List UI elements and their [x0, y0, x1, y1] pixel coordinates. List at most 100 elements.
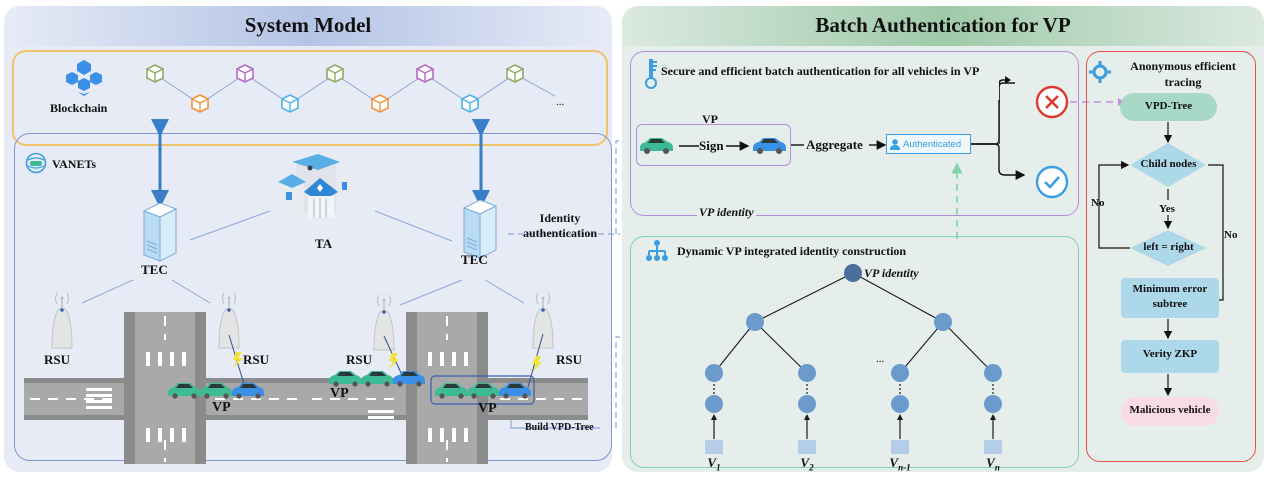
rsu-label: RSU	[346, 352, 373, 367]
system-model-header	[4, 6, 612, 46]
rsu-label: RSU	[44, 352, 71, 367]
vehicle-green-icon	[467, 383, 499, 399]
tracing-flowchart	[1098, 93, 1224, 426]
vehicle-label-subscript: n	[994, 462, 1000, 473]
vehicle-box	[984, 440, 1002, 454]
vehicle-box	[891, 440, 909, 454]
vehicle-blue-icon	[753, 138, 786, 154]
ta-label: TA	[315, 236, 333, 251]
tec-rsu-line	[81, 279, 134, 304]
secure-batch-auth-box	[630, 51, 1079, 216]
target-tracing-icon	[1089, 61, 1111, 83]
vehicle-green-icon	[200, 383, 232, 399]
dynamic-identity-box	[630, 236, 1079, 468]
tree-edge	[713, 321, 756, 374]
tree-root-label: VP identity	[864, 266, 919, 280]
no-left-label: No	[1091, 197, 1105, 209]
ta-tec-left-line	[189, 210, 271, 241]
lightning-icons	[233, 352, 542, 372]
tree-node	[984, 364, 1002, 382]
child-nodes-decision	[1130, 143, 1206, 187]
tracing-box	[1086, 51, 1256, 462]
build-tree-arrow	[615, 336, 620, 428]
aggregate-label: Aggregate	[806, 137, 863, 152]
identity-authentication-line1: Identity	[539, 211, 581, 225]
tree-edge	[942, 321, 994, 374]
build-vpd-tree-label: Build VPD-Tree	[525, 422, 594, 433]
tree-leaf-node	[798, 395, 816, 413]
vehicle-label: V2	[800, 455, 814, 473]
tec-rsu-line	[171, 279, 211, 304]
rsu-label: RSU	[243, 352, 270, 367]
batch-auth-header	[622, 6, 1264, 46]
block-cube-icon	[236, 64, 254, 83]
identity-authentication-line2: authentication	[522, 226, 597, 240]
block-cube-icon	[461, 94, 479, 113]
vpd-tree	[705, 264, 1002, 454]
tree-leaf-node	[705, 395, 723, 413]
tec-rsu-line	[399, 279, 463, 306]
vehicle-green-icon	[168, 383, 200, 399]
min-error-label: Minimum error subtree	[1121, 282, 1219, 312]
vehicle-box	[705, 440, 723, 454]
sign-label: Sign	[699, 138, 724, 153]
system-model-title: System Model	[244, 13, 372, 37]
vp-identity-label: VP identity	[697, 205, 756, 220]
child-nodes-label: Child nodes	[1140, 158, 1197, 170]
vehicle-label: Vn	[986, 455, 1000, 473]
vp-label: VP	[212, 400, 231, 415]
tree-edge	[852, 272, 944, 323]
blockchain-network-icon	[66, 60, 102, 96]
vanets-links	[81, 119, 620, 429]
tree-edge	[899, 321, 944, 374]
branch-accept-arrow	[970, 143, 1026, 180]
identity-authentication-label: Identity authentication	[512, 211, 608, 241]
tracing-title-line1: Anonymous efficient	[1130, 59, 1236, 73]
tree-edge	[754, 272, 854, 323]
key-icon	[645, 59, 657, 89]
branch-reject-stem	[999, 76, 1011, 144]
tec-server-icon	[142, 203, 178, 262]
vehicle-label-subscript: 2	[809, 462, 814, 473]
secure-batch-auth-title: Secure and efficient batch authenticatio…	[661, 64, 980, 78]
tree-internal-node	[746, 313, 764, 331]
crosswalks	[86, 352, 468, 442]
no-loop-arrow	[1098, 160, 1130, 249]
ta-building-icon	[278, 154, 350, 218]
vehicle-green-icon	[435, 383, 467, 399]
vanets-car-globe-icon	[25, 152, 47, 174]
rsu-tower-icon	[532, 292, 554, 349]
tec-server-icon	[462, 200, 498, 259]
block-cube-icon	[281, 94, 299, 113]
vehicle-label-subscript: n-1	[898, 462, 911, 473]
vehicle-box	[798, 440, 816, 454]
min-error-subtree-node	[1121, 278, 1219, 318]
vp-group-box	[636, 124, 791, 166]
block-cube-icon	[191, 94, 209, 113]
build-tree-connector	[510, 420, 600, 429]
vehicle-blue-icon	[232, 383, 264, 399]
ta-tec-right-line	[374, 210, 453, 242]
user-icon	[890, 138, 900, 150]
tree-node	[891, 364, 909, 382]
yes-label: Yes	[1159, 203, 1175, 215]
batch-auth-title: Batch Authentication for VP	[815, 13, 1071, 37]
verify-zkp-label: Verity ZKP	[1142, 348, 1198, 360]
verify-zkp-node	[1121, 340, 1219, 373]
vp-label: VP	[478, 401, 497, 416]
lane-markings	[30, 316, 585, 462]
vanets-box	[14, 133, 612, 461]
left-right-decision	[1130, 230, 1206, 266]
vehicle-green-icon	[640, 138, 673, 154]
vp-group-label: VP	[702, 112, 718, 126]
vanets-label: VANETs	[52, 157, 97, 171]
identity-auth-arrow	[615, 140, 620, 234]
authenticated-badge: Authenticated	[886, 134, 971, 154]
vehicle-green-icon	[329, 371, 361, 387]
min-error-line2: subtree	[1152, 298, 1188, 310]
malicious-vehicle-node	[1121, 397, 1219, 426]
blockchain-label: Blockchain	[50, 101, 108, 115]
left-right-label: left = right	[1143, 241, 1194, 253]
tree-leaf-node	[891, 395, 909, 413]
